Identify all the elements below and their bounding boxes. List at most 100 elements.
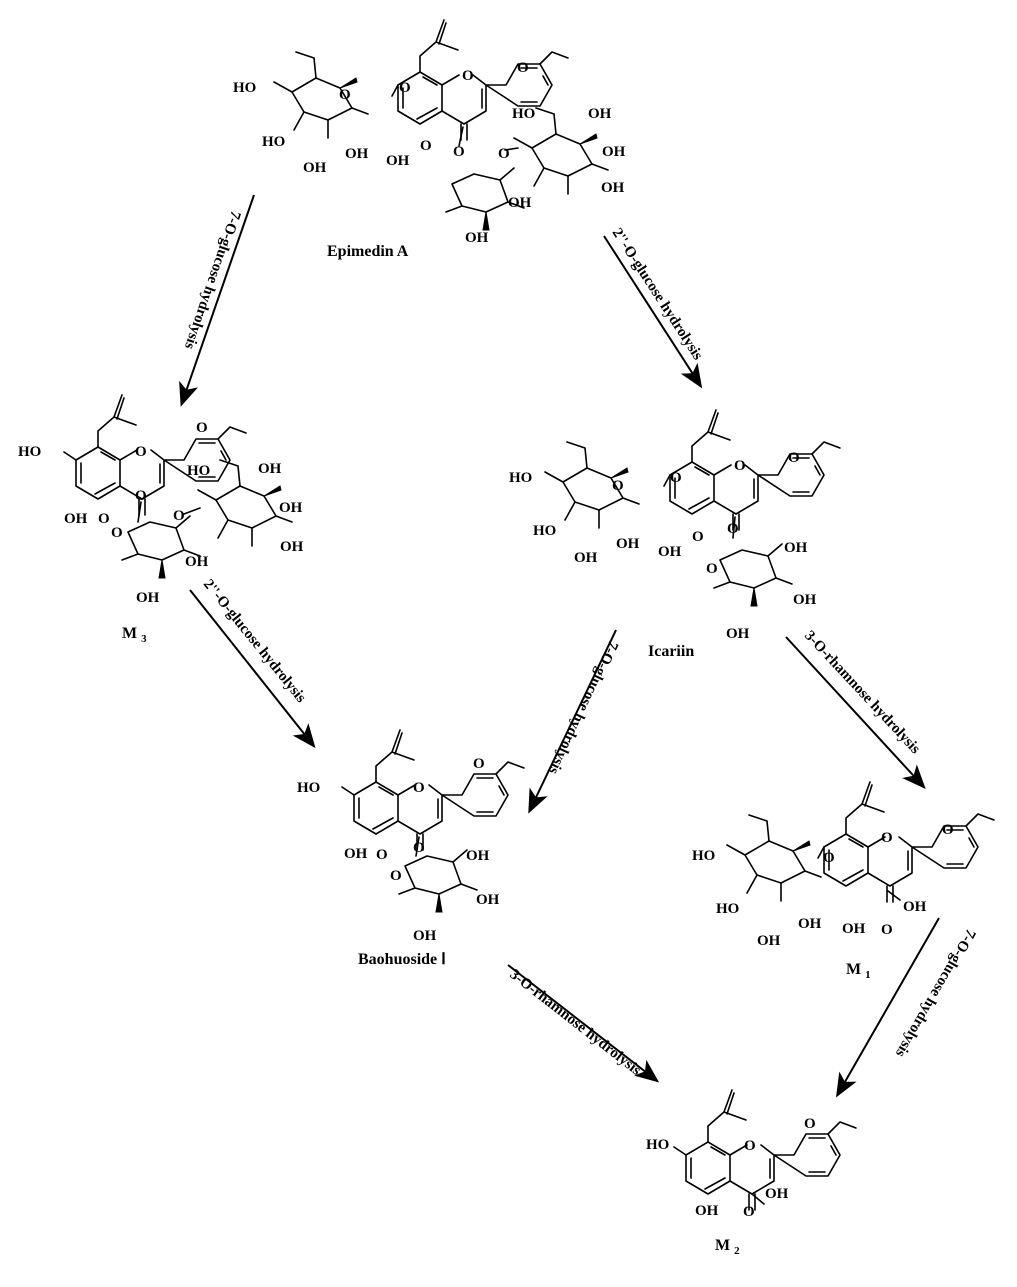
arrow-baohuoside-to-m2: 3-O-rhamnose hydrolysis xyxy=(507,964,660,1083)
atom-label: OH xyxy=(757,933,781,949)
atom-label: OH xyxy=(258,461,282,477)
arrow-epimedin-to-m3: 7-O-glucose hydrolysis xyxy=(179,194,255,407)
atom-label: HO xyxy=(533,523,556,539)
reaction-label: 2''-O-glucose hydrolysis xyxy=(609,225,706,363)
atom-label: O xyxy=(173,508,185,524)
atom-label: O xyxy=(670,470,682,486)
atom-label: OH xyxy=(279,500,303,516)
atom-label: O xyxy=(413,780,425,796)
atom-label: O xyxy=(453,144,465,160)
atom-label: OH xyxy=(658,544,682,560)
atom-label: O xyxy=(942,822,954,838)
atom-label: O xyxy=(413,840,425,856)
atom-label: O xyxy=(788,450,800,466)
atom-label: O xyxy=(743,1204,755,1220)
atom-label: OH xyxy=(280,539,304,555)
atom-label: O xyxy=(881,830,893,846)
atom-label: OH xyxy=(344,846,368,862)
atom-label: O xyxy=(376,847,388,863)
atom-label: O xyxy=(734,458,746,474)
atom-label: OH xyxy=(465,230,489,246)
reaction-label: 7-O-glucose hydrolysis xyxy=(892,926,979,1060)
arrow-m3-to-baohuoside: 2''-O-glucose hydrolysis xyxy=(189,576,316,749)
atom-label: HO xyxy=(18,444,41,460)
atom-label: OH xyxy=(798,916,822,932)
atom-label: O xyxy=(727,521,739,537)
compound-name-icariin: Icariin xyxy=(648,643,694,660)
atom-label: HO xyxy=(262,134,285,150)
atom-label: O xyxy=(98,511,110,527)
atom-label: HO xyxy=(646,1137,669,1153)
reaction-label: 7-O-glucose hydrolysis xyxy=(181,209,243,352)
atom-label: OH xyxy=(601,180,625,196)
atom-label: O xyxy=(135,444,147,460)
atom-label: OH xyxy=(185,554,209,570)
atom-label: O xyxy=(135,488,147,504)
atom-label: O xyxy=(399,80,411,96)
atom-label: HO xyxy=(509,470,532,486)
atom-label: OH xyxy=(64,511,88,527)
atom-label: O xyxy=(420,138,432,154)
structure-epimedin-a: O O O O O O O HO HO OH OH OH HO OH OH OH… xyxy=(233,19,626,260)
atom-label: HO xyxy=(297,780,320,796)
atom-label: OH xyxy=(726,626,750,642)
atom-label: OH xyxy=(602,144,626,160)
atom-label: HO xyxy=(716,901,739,917)
atom-label: O xyxy=(196,420,208,436)
reaction-label: 3-O-rhamnose hydrolysis xyxy=(507,967,644,1079)
atom-label: HO xyxy=(233,80,256,96)
atom-label: O xyxy=(111,525,123,541)
atom-label: OH xyxy=(476,892,500,908)
arrow-icariin-to-baohuoside: 7-O-glucose hydrolysis xyxy=(528,629,621,814)
atom-label: O xyxy=(881,922,893,938)
atom-label: O xyxy=(517,60,529,76)
atom-label: O xyxy=(612,478,624,494)
structure-baohuoside-i: HO OH O O O O O OH OH OH Baohuoside Ⅰ xyxy=(297,729,525,968)
arrow-icariin-to-m1: 3-O-rhamnose hydrolysis xyxy=(785,628,926,789)
atom-label: OH xyxy=(466,848,490,864)
atom-label: OH xyxy=(303,160,327,176)
atom-label: O xyxy=(473,756,485,772)
atom-label: HO xyxy=(692,848,715,864)
atom-label: OH xyxy=(574,550,598,566)
arrow-m1-to-m2: 7-O-glucose hydrolysis xyxy=(836,917,979,1098)
atom-label: HO xyxy=(512,106,535,122)
atom-label: OH xyxy=(386,153,410,169)
atom-label: OH xyxy=(784,540,808,556)
atom-label: OH xyxy=(793,592,817,608)
atom-label: OH xyxy=(413,928,437,944)
structure-icariin: HO HO OH OH OH O O O O O O O OH OH OH Ic… xyxy=(509,409,841,660)
atom-label: OH xyxy=(903,899,927,915)
atom-label: OH xyxy=(508,195,532,211)
atom-label: O xyxy=(706,561,718,577)
reaction-label: 7-O-glucose hydrolysis xyxy=(545,638,621,776)
atom-label: OH xyxy=(345,146,369,162)
reaction-label: 2''-O-glucose hydrolysis xyxy=(200,576,309,705)
atom-label: O xyxy=(339,87,351,103)
atom-label: OH xyxy=(765,1186,789,1202)
compound-name-epimedin-a: Epimedin A xyxy=(327,243,409,260)
arrow-epimedin-to-icariin: 2''-O-glucose hydrolysis xyxy=(603,225,706,389)
atom-label: HO xyxy=(187,463,210,479)
reaction-label: 3-O-rhamnose hydrolysis xyxy=(801,628,923,757)
atom-label: O xyxy=(462,68,474,84)
atom-label: O xyxy=(390,868,402,884)
compound-name-baohuoside-i: Baohuoside Ⅰ xyxy=(358,951,446,968)
atom-label: OH xyxy=(588,106,612,122)
atom-label: O xyxy=(744,1138,756,1154)
atom-label: OH xyxy=(695,1203,719,1219)
atom-label: OH xyxy=(842,921,866,937)
atom-label: O xyxy=(498,146,510,162)
atom-label: O xyxy=(692,529,704,545)
atom-label: O xyxy=(823,850,835,866)
atom-label: OH xyxy=(136,590,160,606)
atom-label: OH xyxy=(616,536,640,552)
atom-label: O xyxy=(804,1116,816,1132)
